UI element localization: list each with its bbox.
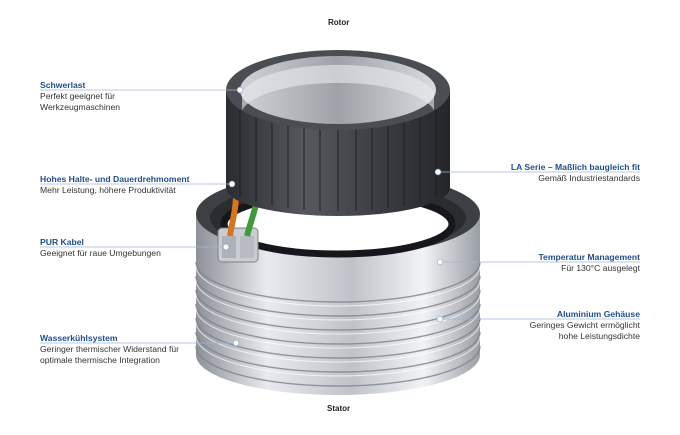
leader-lines [40,89,640,344]
dot-wasser [232,339,240,347]
leader-dots [222,86,444,347]
label-la-desc: Gemäß Industriestandards [538,173,640,183]
label-pur-desc: Geeignet für raue Umgebungen [40,248,161,258]
label-la: LA Serie – Maßlich baugleich fit Gemäß I… [511,162,640,184]
label-wasser-desc: Geringer thermischer Widerstand für opti… [40,344,179,365]
caption-stator: Stator [327,404,351,413]
dot-temp [436,258,444,266]
dot-schwerlast [236,86,244,94]
dot-pur [222,243,230,251]
label-pur-title: PUR Kabel [40,237,84,247]
label-temp-title: Temperatur Management [538,252,640,262]
caption-rotor: Rotor [328,18,350,27]
label-temp-desc: Für 130°C ausgelegt [561,263,640,273]
label-schwerlast: Schwerlast Perfekt geeignet für Werkzeug… [40,80,120,113]
label-halte: Hohes Halte- und Dauerdrehmoment Mehr Le… [40,174,189,196]
rotor [226,50,450,216]
label-alu-title: Aluminium Gehäuse [556,309,640,319]
label-wasser: Wasserkühlsystem Geringer thermischer Wi… [40,333,179,366]
label-schwerlast-title: Schwerlast [40,80,86,90]
label-alu: Aluminium Gehäuse Geringes Gewicht ermög… [530,309,640,342]
label-halte-title: Hohes Halte- und Dauerdrehmoment [40,174,190,184]
label-pur: PUR Kabel Geeignet für raue Umgebungen [40,237,161,259]
dot-halte [228,180,236,188]
label-wasser-title: Wasserkühlsystem [40,333,118,343]
dot-la [434,168,442,176]
label-schwerlast-desc: Perfekt geeignet für Werkzeugmaschinen [40,91,121,112]
label-alu-desc: Geringes Gewicht ermöglicht hohe Leistun… [529,320,640,341]
label-temp: Temperatur Management Für 130°C ausgeleg… [538,252,640,274]
label-halte-desc: Mehr Leistung, höhere Produktivität [40,185,176,195]
dot-alu [436,315,444,323]
label-la-title: LA Serie – Maßlich baugleich fit [510,162,640,172]
